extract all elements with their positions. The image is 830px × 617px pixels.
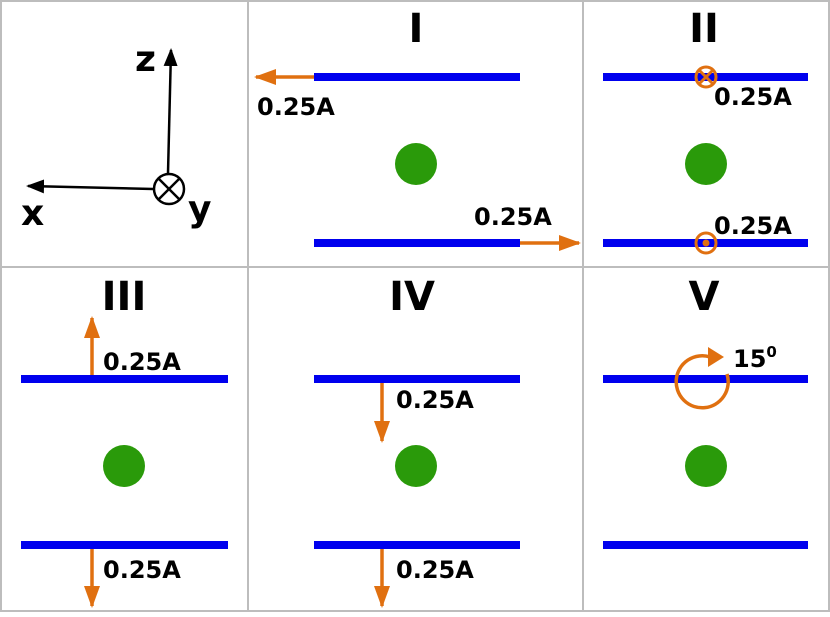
panel-ii-title: II [689, 6, 719, 52]
x-axis-arrow [26, 179, 154, 194]
y-into-page-icon [152, 172, 186, 206]
panel-v-ball [685, 445, 727, 487]
panel-i-title: I [409, 6, 424, 52]
panel-iii-ball [103, 445, 145, 487]
y-axis-label: y [188, 189, 211, 230]
panel-i-top-current-label: 0.25A [257, 93, 335, 121]
panel-iii: III 0.25A 0.25A [21, 274, 228, 608]
panel-iv: IV 0.25A 0.25A [314, 274, 520, 608]
panel-i-ball [395, 143, 437, 185]
panel-ii-out-of-page-icon [694, 231, 718, 255]
panel-iii-bottom-current-label: 0.25A [103, 556, 181, 584]
coordinate-axes: z x y [21, 39, 211, 234]
panel-iii-title: III [102, 274, 147, 320]
panel-v: V 150 [603, 274, 808, 549]
panel-iii-top-current-label: 0.25A [103, 348, 181, 376]
panel-v-rotation-value: 15 [733, 345, 766, 373]
panel-ii-into-page-icon [694, 65, 718, 89]
panel-v-rotation-arc [674, 354, 730, 410]
panel-i-bottom-current-label: 0.25A [474, 203, 552, 231]
panel-i: I 0.25A 0.25A [254, 6, 581, 251]
panel-ii: II 0.25A 0.25A [603, 6, 808, 255]
panel-v-rotation-degree: 0 [766, 343, 776, 361]
panel-ii-top-current-label: 0.25A [714, 83, 792, 111]
panel-iv-bottom-current-label: 0.25A [396, 556, 474, 584]
panel-v-rotation-arrowhead [708, 347, 724, 367]
panel-ii-bottom-current-label: 0.25A [714, 212, 792, 240]
z-axis-label: z [135, 39, 156, 80]
panel-v-rotation-label: 150 [733, 343, 777, 373]
z-axis-arrow [163, 48, 178, 174]
x-axis-label: x [21, 193, 44, 234]
panel-iv-ball [395, 445, 437, 487]
panel-iv-top-current-label: 0.25A [396, 386, 474, 414]
panel-ii-ball [685, 143, 727, 185]
panel-iv-title: IV [389, 274, 435, 320]
panel-v-title: V [689, 274, 720, 320]
